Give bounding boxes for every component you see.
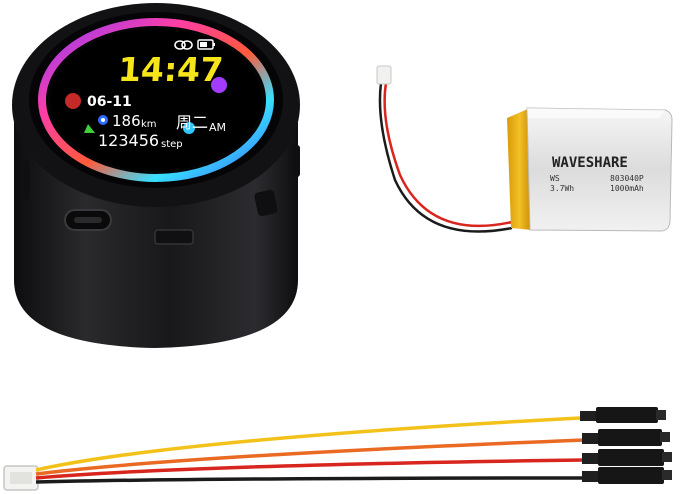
steps-unit: step xyxy=(161,139,183,150)
side-button-right xyxy=(254,189,278,217)
wire-red xyxy=(35,458,586,480)
link-icon xyxy=(174,40,193,50)
steps-icon xyxy=(84,124,95,133)
dupont-connector-4 xyxy=(582,467,672,484)
wire-orange xyxy=(35,438,586,476)
clock-time: 14:47 xyxy=(117,50,225,89)
battery-model-right: 803040P xyxy=(610,174,644,183)
clock-weekday: 周二 xyxy=(176,113,208,132)
planet-dot-cyan xyxy=(183,122,195,134)
screen-ring xyxy=(38,18,274,182)
battery-model-left: WS xyxy=(550,174,560,183)
location-icon xyxy=(98,115,108,125)
battery-body xyxy=(526,107,673,232)
steps-value: 123456 xyxy=(98,131,159,150)
clock-ampm: AM xyxy=(209,121,226,134)
distance-unit: km xyxy=(141,119,157,130)
battery-capacity: 1000mAh xyxy=(610,184,644,193)
battery-brand: WAVESHARE xyxy=(552,155,628,171)
clock-date: 06-11 xyxy=(87,94,132,110)
planet-dot-purple xyxy=(211,77,227,93)
battery-red-wire xyxy=(383,82,513,228)
dupont-connector-3 xyxy=(582,449,672,466)
dupont-connector-1 xyxy=(580,407,666,423)
battery-status-icon xyxy=(197,39,215,50)
wire-yellow xyxy=(35,416,581,472)
distance-value: 186 xyxy=(112,112,141,130)
battery-black-wire xyxy=(378,82,513,233)
round-display-device: 14:47 06-11 周二 AM 186 km 123456 step xyxy=(12,3,300,348)
side-button xyxy=(154,229,194,245)
wire-black xyxy=(35,476,586,484)
planet-dot-red xyxy=(65,93,81,109)
battery-connector xyxy=(376,65,392,85)
dupont-connector-2 xyxy=(582,429,670,446)
lipo-battery: WAVESHARE WS 803040P 3.7Wh 1000mAh xyxy=(376,65,673,233)
battery-voltage: 3.7Wh xyxy=(550,184,574,193)
jumper-cable xyxy=(3,407,672,491)
